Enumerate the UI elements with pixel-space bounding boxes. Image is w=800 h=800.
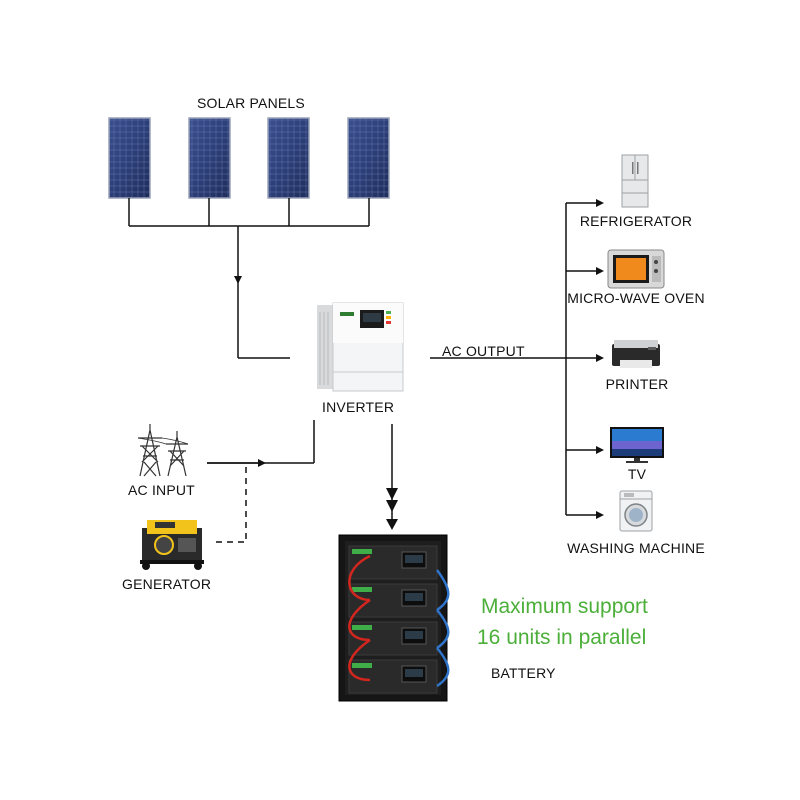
microwave-label: MICRO-WAVE OVEN xyxy=(567,290,705,306)
printer-label: PRINTER xyxy=(605,376,669,392)
refrigerator-icon xyxy=(621,154,649,208)
refrigerator-label: REFRIGERATOR xyxy=(579,213,693,229)
power-tower-icon xyxy=(137,424,189,477)
solar-panel-icon xyxy=(108,117,151,199)
washing-machine-icon xyxy=(619,490,653,532)
solar-panel-icon xyxy=(267,117,310,199)
headline-line-1: Maximum support xyxy=(481,595,648,618)
washing-machine-label: WASHING MACHINE xyxy=(567,540,705,556)
solar-panels-label: SOLAR PANELS xyxy=(197,95,305,111)
microwave-icon xyxy=(607,249,665,289)
tv-icon xyxy=(610,427,664,463)
tv-label: TV xyxy=(627,466,647,482)
headline-line-2: 16 units in parallel xyxy=(477,626,647,649)
inverter-label: INVERTER xyxy=(322,399,395,415)
inverter-icon xyxy=(317,302,404,392)
solar-panel-icon xyxy=(188,117,231,199)
inverter-connections xyxy=(207,420,398,543)
generator-icon xyxy=(140,520,204,570)
solar-panel-icon xyxy=(347,117,390,199)
panel-wiring xyxy=(128,198,370,359)
ac-output-bus xyxy=(430,199,604,519)
printer-icon xyxy=(612,340,660,368)
ac-input-label: AC INPUT xyxy=(128,482,195,498)
ac-output-label: AC OUTPUT xyxy=(442,343,525,359)
battery-label: BATTERY xyxy=(491,665,556,681)
generator-label: GENERATOR xyxy=(122,576,212,592)
battery-rack-icon xyxy=(338,534,450,702)
